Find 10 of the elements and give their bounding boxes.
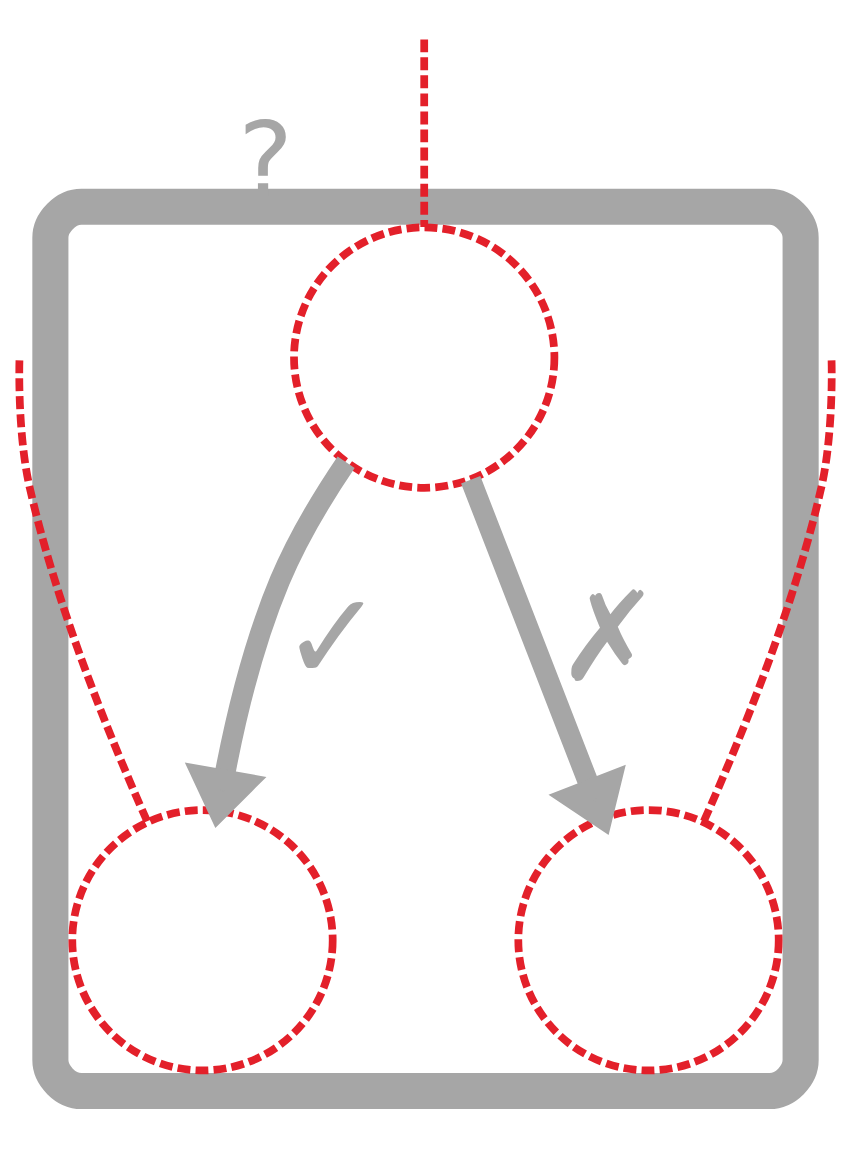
cluster [32, 188, 819, 1110]
node-circle [68, 806, 337, 1075]
edge-label: ✗ [556, 564, 661, 709]
arrow [461, 476, 626, 835]
connector [15, 360, 152, 824]
connector [699, 360, 836, 824]
arrow [184, 456, 355, 828]
edge-label: ✓ [280, 564, 385, 709]
node-circle [290, 223, 559, 492]
node-circle [514, 806, 783, 1075]
